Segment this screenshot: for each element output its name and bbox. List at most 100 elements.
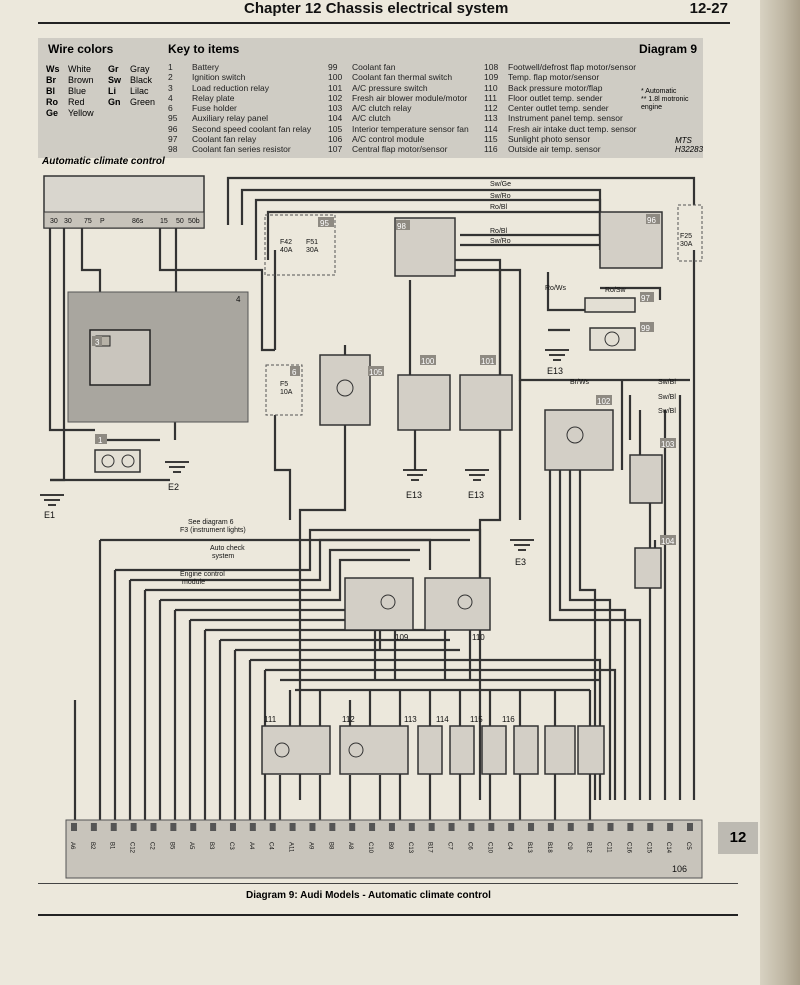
relay-plate-terminal: P [100,218,105,225]
item-label-107: 109 [395,633,409,642]
connector-pin-label: C16 [625,842,631,854]
item-label-112: 114 [436,715,449,724]
item-label-99: 99 [641,324,650,333]
item-label-102: 102 [597,397,611,406]
center-outlet-temp-sender [449,725,475,775]
connector-pin-label: C13 [407,842,413,854]
connector-pin [190,823,197,831]
footwell-defrost-flap-motor [424,577,491,631]
connector-pin-label: C7 [447,842,453,850]
fuse-rating: 10A [280,389,293,396]
back-pressure-motor [339,725,409,775]
connector-pin [388,823,395,831]
connector-pin-label: B8 [327,842,333,850]
item-label-109: 111 [264,715,277,724]
auxiliary-relay-panel [264,214,336,276]
connector-pin [349,823,356,831]
connector-pin-label: C10 [486,842,492,854]
ac-clutch [634,547,662,589]
ground-label: E13 [547,366,563,376]
connector-pin [607,823,614,831]
wire-label: Ro/Ws [545,285,567,292]
wire-label: Sw/Bl [658,408,676,415]
connector-pin-label: B5 [168,842,174,850]
connector-pin [309,823,316,831]
connector-pin [468,823,475,831]
item-label-101: 101 [481,357,495,366]
wire-colors-title: Wire colors [48,42,114,56]
fuse-label: F5 [280,381,288,388]
wire-label: Ro/Bl [490,204,508,211]
item-label-103: 103 [661,440,675,449]
coolant-fan-series-resistor [584,297,636,313]
wiring-diagram: 30 30 75 P 86s 15 50 50b 4 3 1 95 F42 40… [40,175,703,879]
wire-label: Sw/Bl [658,394,676,401]
wire-label: Sw/Ro [490,238,511,245]
connector-pin-label: C12 [129,842,135,854]
connector-pin [627,823,634,831]
page-number: 12-27 [689,0,728,17]
relay-plate-terminal: 75 [84,218,92,225]
wire-label: Br/Ws [570,379,590,386]
note-line: Auto check [210,545,245,552]
item-label-105: 105 [369,368,383,377]
connector-pin-label: A4 [248,842,254,850]
item-label-113: 115 [470,715,483,724]
connector-pin-label: B9 [387,842,393,850]
relay-plate-terminal: 50 [176,218,184,225]
connector-pin-label: B13 [526,842,532,853]
ground-label: E13 [406,490,422,500]
note-line: See diagram 6 [188,519,234,526]
connector-pin-label: C5 [685,842,691,850]
connector-pin-label: B12 [586,842,592,853]
connector-pin-label: C4 [268,842,274,850]
connector-pin-label: B17 [427,842,433,853]
connector-pin-label: B2 [89,842,95,850]
relay-plate-terminal: 86s [132,218,144,225]
connector-pin [110,823,117,831]
connector-pin-label: B1 [109,842,115,850]
chapter-title: Chapter 12 Chassis electrical system [244,0,509,17]
wire-label: Sw/Ro [490,193,511,200]
connector-pin [170,823,177,831]
connector-pin [408,823,415,831]
ground-label: E2 [168,482,179,492]
connector-pin [528,823,535,831]
fuse-rating: 30A [680,241,693,248]
temp-flap-motor [261,725,331,775]
connector-pin-label: B3 [208,842,214,850]
item-label-1: 1 [98,436,103,445]
connector-pin-label: C6 [466,842,472,850]
connector-pin [567,823,574,831]
fresh-air-duct-temp-sensor [513,725,539,775]
sunlight-photo-sensor [544,725,576,775]
connector-pin [508,823,515,831]
connector-pin-label: C11 [606,842,612,853]
note-line: system [212,553,234,560]
bottom-rule [38,914,738,916]
connector-pin-label: C2 [148,842,154,850]
item-label-106: 106 [672,864,687,874]
caption-rule [38,883,738,884]
connector-pin [130,823,137,831]
item-label-110: 112 [342,715,355,724]
item-label-6: 6 [292,368,297,377]
coolant-fan [589,327,636,351]
coolant-fan-thermal-switch [397,374,451,431]
connector-pin [71,823,77,831]
item-label-111: 113 [404,715,417,724]
connector-pin [448,823,455,831]
connector-pin-label: C10 [367,842,373,854]
item-label-114: 116 [502,715,515,724]
item-label-96: 96 [647,216,656,225]
key-title: Key to items [168,42,240,56]
connector-pin-label: C9 [566,842,572,850]
item-label-3: 3 [95,338,100,347]
page-header: Chapter 12 Chassis electrical system 12-… [38,0,730,24]
